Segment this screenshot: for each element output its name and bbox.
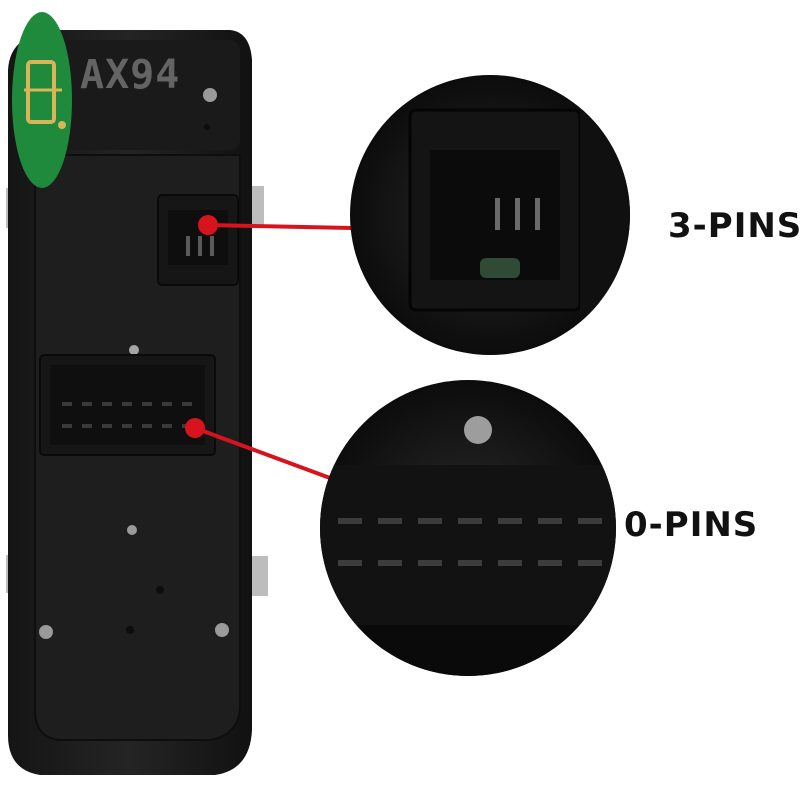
- screw-icon: [464, 416, 492, 444]
- connector-large: [39, 354, 216, 456]
- screw-icon: [203, 88, 217, 102]
- callout-dot: [198, 215, 218, 235]
- pin-count-label-bottom: 0-PINS: [624, 505, 759, 545]
- screw-icon: [215, 623, 229, 637]
- zoom-circle-top: [350, 75, 630, 355]
- pin-count-label-top: 3-PINS: [668, 206, 800, 246]
- callout-dot: [185, 418, 205, 438]
- watermark-text: AX94: [80, 52, 181, 98]
- callout-lines: [185, 215, 353, 480]
- zoom-circle-bottom: [320, 380, 616, 676]
- connector-small: [157, 194, 239, 286]
- circuit-chip-icon: [12, 12, 72, 188]
- screw-icon: [39, 625, 53, 639]
- switch-body: [8, 30, 252, 775]
